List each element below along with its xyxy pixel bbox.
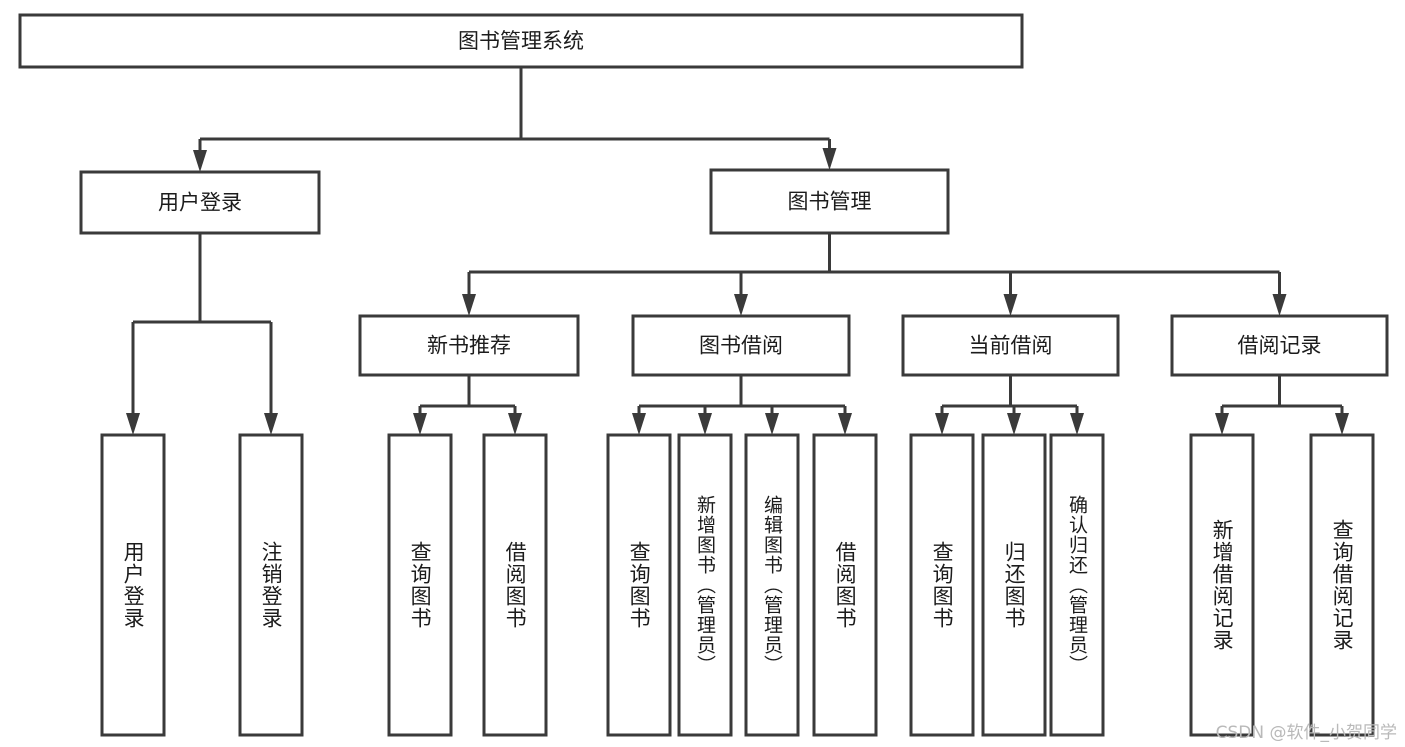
leaf-book-borrow-arrow-1 xyxy=(698,413,712,435)
leaf-book-borrow-arrow-3 xyxy=(838,413,852,435)
node-box-leaf-query-book-3[interactable] xyxy=(909,433,975,737)
node-box-book-manage[interactable] xyxy=(709,168,950,235)
node-label-book-borrow: 图书借阅 xyxy=(699,334,783,358)
node-box-current-borrow[interactable] xyxy=(901,314,1120,377)
node-label-current-borrow: 当前借阅 xyxy=(969,334,1053,358)
node-box-leaf-user-logout[interactable] xyxy=(238,433,304,737)
leaf-user-login-arrow-1 xyxy=(264,413,278,435)
node-box-root[interactable] xyxy=(18,13,1024,69)
book-manage-arrow-2 xyxy=(1003,294,1018,316)
leaf-borrow-record-arrow-0 xyxy=(1215,413,1229,435)
leaf-book-borrow-arrow-2 xyxy=(765,413,779,435)
node-box-borrow-record[interactable] xyxy=(1170,314,1389,377)
node-box-book-borrow[interactable] xyxy=(631,314,851,377)
node-box-leaf-add-book[interactable] xyxy=(677,433,733,737)
node-box-leaf-user-login[interactable] xyxy=(100,433,166,737)
node-label-root: 图书管理系统 xyxy=(458,29,584,53)
node-box-leaf-query-record[interactable] xyxy=(1309,433,1375,737)
node-box-leaf-borrow-book-1[interactable] xyxy=(482,433,548,737)
node-label-book-manage: 图书管理 xyxy=(788,190,872,214)
leaf-borrow-record-arrow-1 xyxy=(1335,413,1349,435)
node-box-leaf-query-book-1[interactable] xyxy=(387,433,453,737)
node-label-new-book-recommend: 新书推荐 xyxy=(427,334,511,358)
leaf-current-borrow-arrow-0 xyxy=(935,413,949,435)
node-box-leaf-edit-book[interactable] xyxy=(744,433,800,737)
node-box-leaf-borrow-book-2[interactable] xyxy=(812,433,878,737)
node-box-leaf-return-book[interactable] xyxy=(981,433,1047,737)
book-manage-arrow-1 xyxy=(734,294,748,316)
node-box-leaf-add-record[interactable] xyxy=(1189,433,1255,737)
node-box-user-login[interactable] xyxy=(79,170,321,235)
leaf-current-borrow-arrow-2 xyxy=(1070,413,1084,435)
node-box-new-book-recommend[interactable] xyxy=(358,314,580,377)
leaf-new-book-recommend-arrow-0 xyxy=(413,413,427,435)
node-label-borrow-record: 借阅记录 xyxy=(1238,334,1322,358)
leaf-user-login-arrow-0 xyxy=(126,413,140,435)
node-box-leaf-query-book-2[interactable] xyxy=(606,433,672,737)
boxes-layer xyxy=(18,13,1389,737)
root-arrow-1 xyxy=(822,148,837,170)
leaf-current-borrow-arrow-1 xyxy=(1007,413,1021,435)
book-manage-arrow-3 xyxy=(1272,294,1287,316)
leaf-book-borrow-arrow-0 xyxy=(632,413,646,435)
leaf-new-book-recommend-arrow-1 xyxy=(508,413,522,435)
root-arrow-0 xyxy=(193,150,207,172)
node-label-user-login: 用户登录 xyxy=(158,191,242,215)
book-manage-arrow-0 xyxy=(462,294,476,316)
node-box-leaf-confirm-return[interactable] xyxy=(1049,433,1105,737)
connectors-layer xyxy=(126,67,1349,435)
